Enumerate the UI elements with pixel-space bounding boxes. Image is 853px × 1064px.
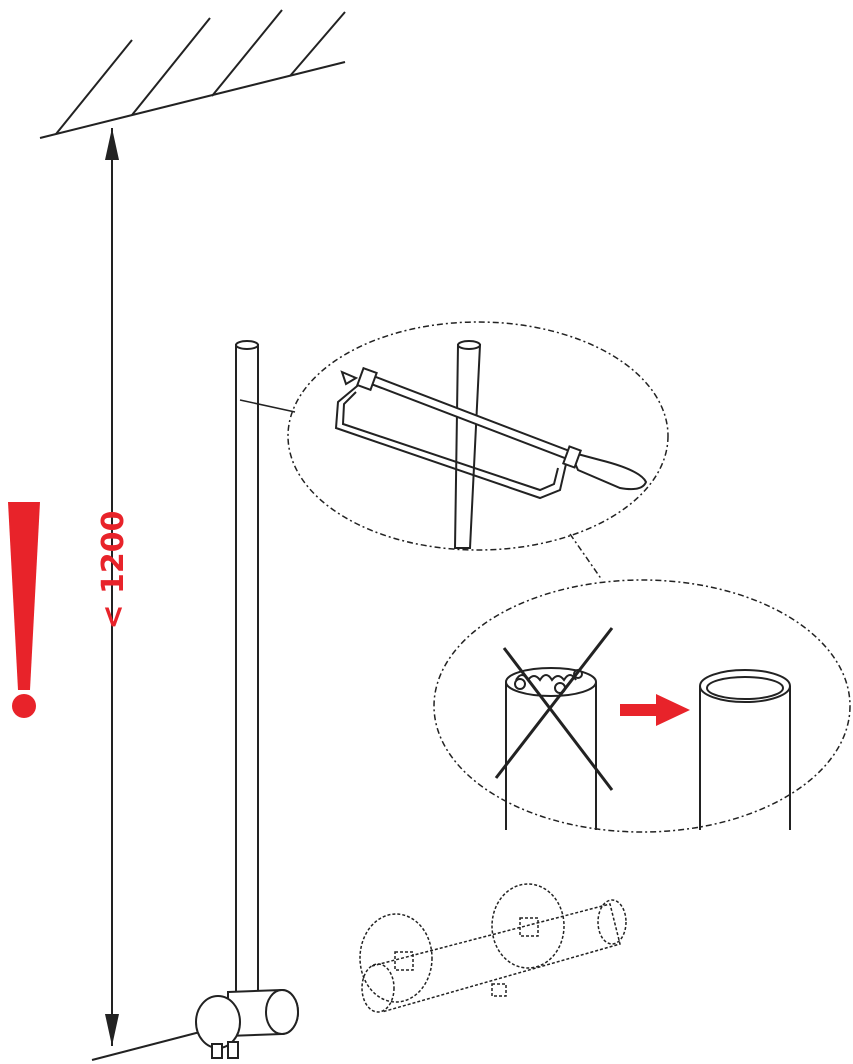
arrow-right-icon xyxy=(620,694,690,726)
max-height-label: < 1200 xyxy=(96,510,131,630)
detail-leader xyxy=(240,400,295,412)
exclamation-icon xyxy=(8,502,40,718)
riser-pipe xyxy=(236,341,258,1005)
wall-connector xyxy=(196,990,298,1058)
burred-pipe xyxy=(506,668,596,830)
hacksaw-icon xyxy=(336,368,646,498)
detail-result-circle xyxy=(434,580,850,832)
dimension-line xyxy=(105,128,119,1046)
thermostat-mixer xyxy=(360,884,626,1012)
floor-line xyxy=(92,1032,200,1060)
clean-pipe xyxy=(700,670,790,830)
detail-pipe xyxy=(455,341,480,548)
detail-connector xyxy=(570,534,602,580)
cross-out-icon xyxy=(496,628,612,790)
detail-cut-circle xyxy=(288,322,668,550)
ceiling xyxy=(40,10,345,138)
